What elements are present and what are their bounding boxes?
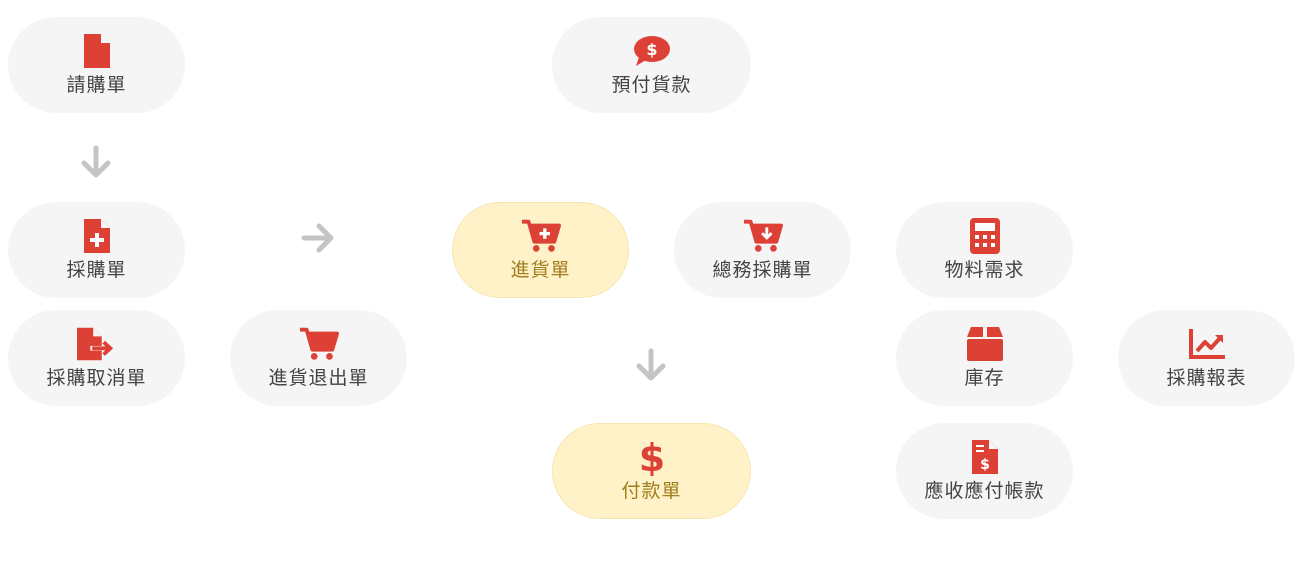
invoice-dollar-icon: $	[965, 439, 1005, 475]
node-label: 進貨退出單	[268, 367, 369, 389]
svg-text:$: $	[646, 40, 657, 59]
node-goods-receipt[interactable]: 進貨單	[452, 202, 629, 298]
cart-icon	[299, 326, 339, 362]
arrow-right-icon	[298, 218, 338, 258]
node-purchase-return[interactable]: 進貨退出單	[230, 310, 407, 406]
node-purchase-cancel[interactable]: 採購取消單	[8, 310, 185, 406]
node-prepayment[interactable]: $ 預付貨款	[552, 17, 751, 113]
money-bubble-icon: $	[632, 33, 672, 69]
node-purchase-order[interactable]: 採購單	[8, 202, 185, 298]
dollar-icon: $	[632, 438, 672, 476]
cart-plus-icon	[521, 218, 561, 254]
arrow-down-icon	[631, 345, 671, 385]
node-label: 庫存	[964, 367, 1005, 389]
svg-text:$: $	[640, 438, 664, 476]
node-label: 預付貨款	[611, 74, 692, 96]
node-inventory[interactable]: 庫存	[896, 310, 1073, 406]
node-label: 採購取消單	[46, 367, 147, 389]
arrow-down-icon	[76, 142, 116, 182]
node-label: 採購單	[66, 259, 127, 281]
cart-download-icon	[743, 218, 783, 254]
node-label: 物料需求	[944, 259, 1025, 281]
node-payment[interactable]: $ 付款單	[552, 423, 751, 519]
node-label: 付款單	[621, 480, 682, 502]
node-label: 應收應付帳款	[924, 480, 1045, 502]
node-label: 進貨單	[510, 259, 571, 281]
file-plus-icon	[77, 218, 117, 254]
node-purchase-report[interactable]: 採購報表	[1118, 310, 1295, 406]
node-ar-ap[interactable]: $ 應收應付帳款	[896, 423, 1073, 519]
node-label: 請購單	[66, 74, 127, 96]
file-icon	[77, 33, 117, 69]
file-export-icon	[76, 326, 117, 362]
node-purchase-request[interactable]: 請購單	[8, 17, 185, 113]
box-icon	[965, 326, 1005, 362]
chart-line-icon	[1187, 326, 1227, 362]
node-material-requirement[interactable]: 物料需求	[896, 202, 1073, 298]
node-label: 採購報表	[1166, 367, 1247, 389]
node-general-purchase[interactable]: 總務採購單	[674, 202, 851, 298]
calculator-icon	[965, 218, 1005, 254]
svg-text:$: $	[980, 457, 990, 473]
node-label: 總務採購單	[712, 259, 813, 281]
